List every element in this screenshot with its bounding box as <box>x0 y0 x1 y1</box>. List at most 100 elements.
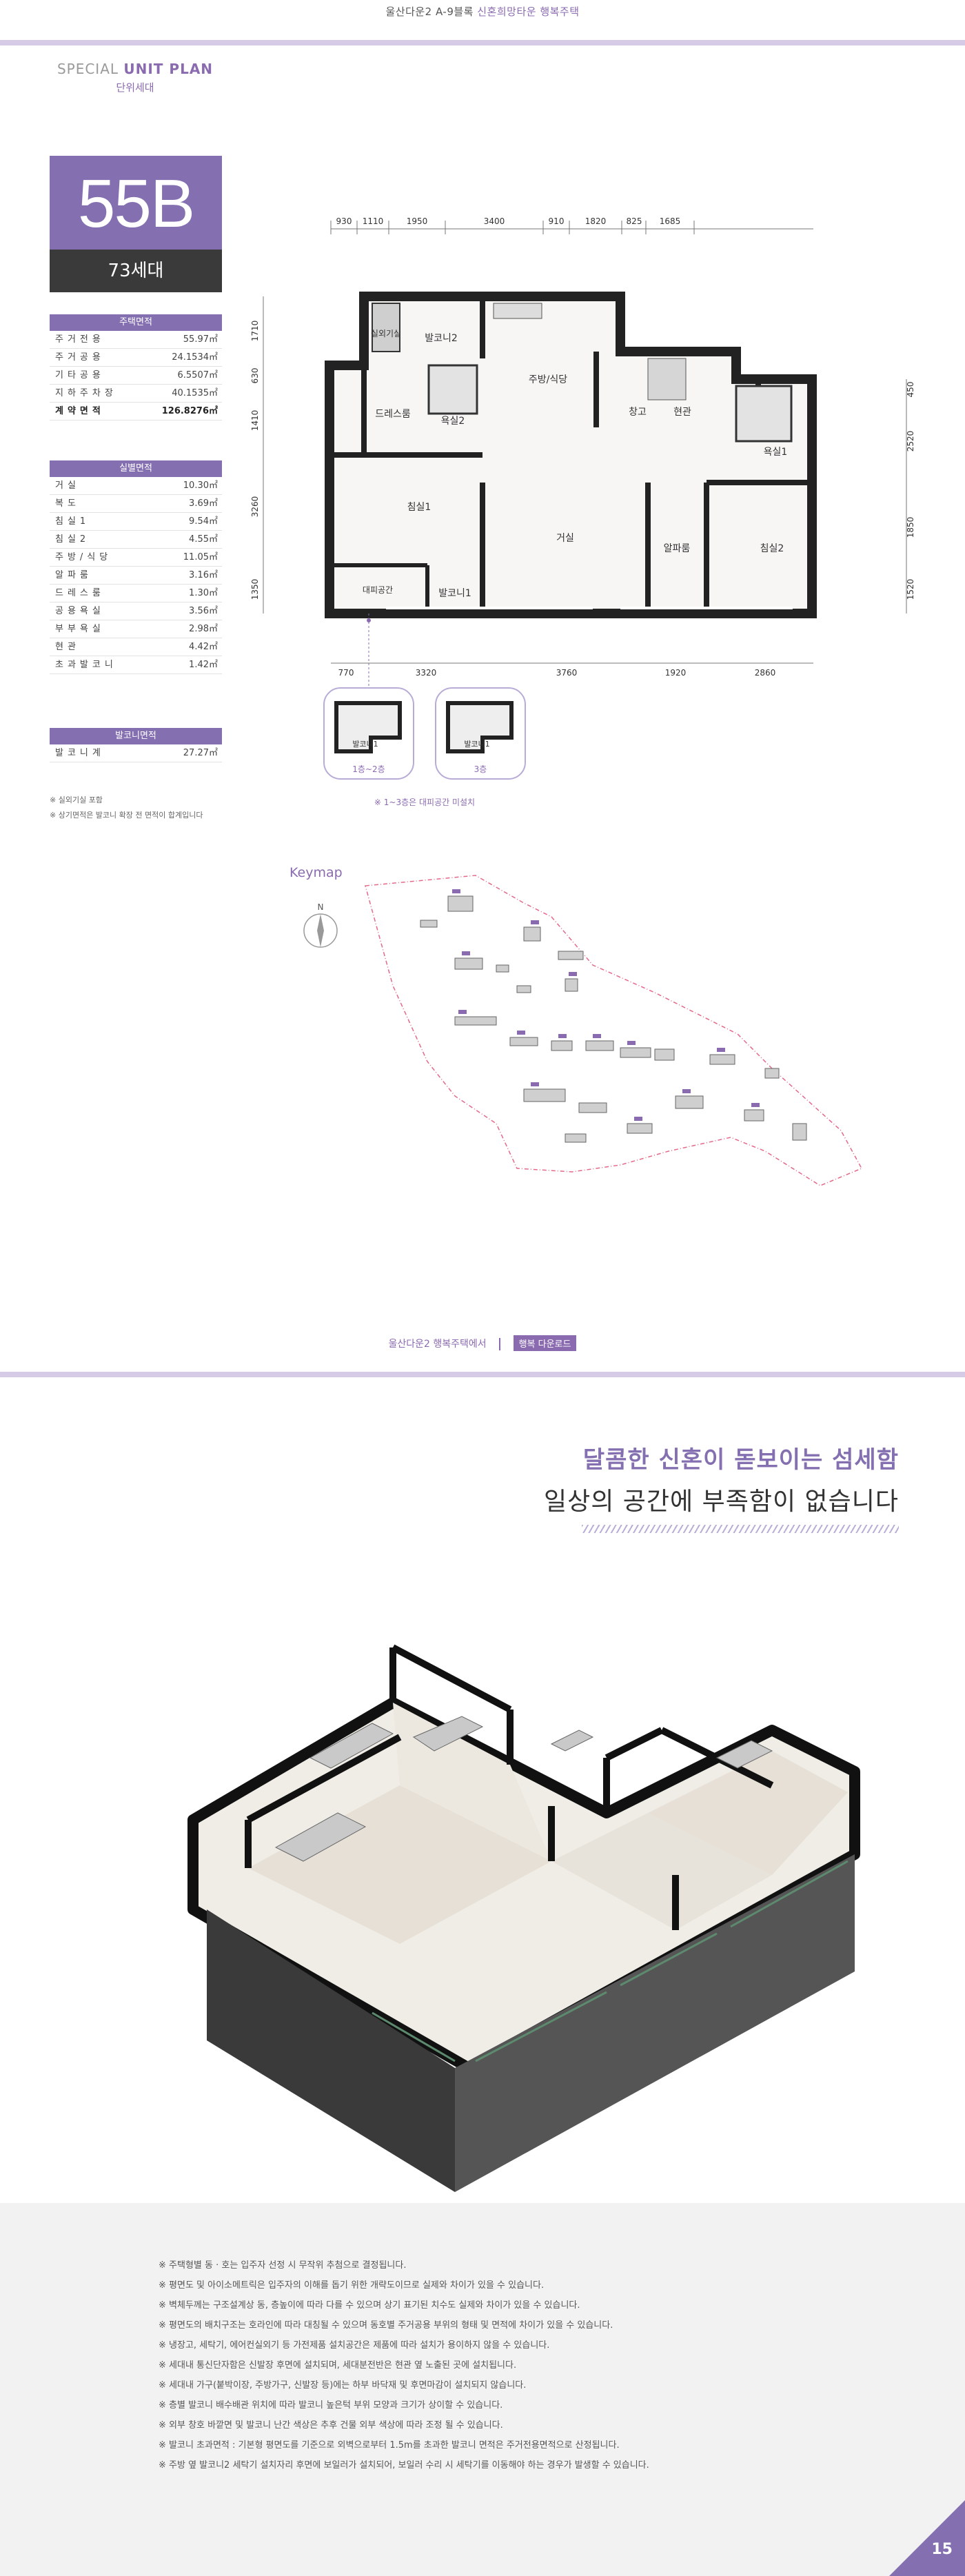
page-corner-decoration <box>889 2500 965 2576</box>
row-value: 3.56㎡ <box>189 606 218 616</box>
row-value: 40.1535㎡ <box>172 388 218 398</box>
bottom-dim-5: 2860 <box>755 668 776 678</box>
row-value: 1.42㎡ <box>189 660 218 670</box>
footer-note: ※ 주택형별 동 · 호는 입주자 선정 시 무작위 추첨으로 결정됩니다. <box>159 2260 407 2271</box>
download-button[interactable]: 행복 다운로드 <box>513 1335 577 1351</box>
room-label: 거실 <box>556 533 574 544</box>
section-title-en-bold: UNIT PLAN <box>123 61 214 77</box>
compass-icon: N <box>303 902 338 948</box>
left-dim-4: 3260 <box>250 496 260 518</box>
row-value: 4.55㎡ <box>189 534 218 545</box>
room-label: 현관 <box>673 407 691 418</box>
top-dimension-ticks <box>330 221 695 234</box>
keymap-title: Keymap <box>290 865 343 880</box>
room-label: 침실2 <box>760 543 784 554</box>
row-label: 주방/식당 <box>55 552 112 562</box>
right-dim-3: 1850 <box>906 517 915 538</box>
compass-label: N <box>318 902 324 912</box>
top-dim-5: 910 <box>549 216 565 226</box>
right-dim-4: 1520 <box>906 579 915 600</box>
row-value: 1.30㎡ <box>189 588 218 598</box>
footer-note: ※ 발코니 초과면적 : 기본형 평면도를 기준으로 외벽으로부터 1.5m를 … <box>159 2440 620 2451</box>
keymap: N <box>303 875 863 1186</box>
inset-caption: 1층~2층 <box>352 764 385 774</box>
room-label: 주방/식당 <box>529 374 567 385</box>
balcony-table-title: 발코니면적 <box>50 728 222 744</box>
row-value: 3.69㎡ <box>189 498 218 509</box>
header: 울산다운2 A-9블록 신혼희망타운 행복주택 <box>0 0 965 45</box>
inset-note: ※ 1~3층은 대피공간 미설치 <box>374 798 475 807</box>
row-value: 2.98㎡ <box>189 624 218 634</box>
divider <box>499 1338 501 1350</box>
table-row: 알파룸 3.16㎡ <box>50 567 222 585</box>
bottom-dim-1: 770 <box>338 668 354 678</box>
header-title: 울산다운2 A-9블록 신혼희망타운 행복주택 <box>0 4 965 19</box>
area-notes: ※ 실외기실 포함 ※ 상기면적은 발코니 확장 전 면적이 합계입니다 <box>50 793 256 823</box>
area-table-title: 주택면적 <box>50 314 222 331</box>
room-label: 발코니2 <box>425 333 458 344</box>
isometric-furniture <box>274 1716 773 1862</box>
bottom-dim-2: 3320 <box>416 668 437 678</box>
inset-floor-1-2: 발코니1 <box>323 687 414 780</box>
section-divider <box>0 1372 965 1377</box>
room-label: 드레스룸 <box>375 409 411 420</box>
top-dim-1: 930 <box>336 216 352 226</box>
row-label: 드레스룸 <box>55 588 105 598</box>
bottom-dim-3: 3760 <box>556 668 578 678</box>
row-value: 9.54㎡ <box>189 516 218 527</box>
room-table-title: 실별면적 <box>50 460 222 477</box>
header-title-highlight: 신혼희망타운 행복주택 <box>477 6 580 18</box>
site-boundary <box>365 875 863 1186</box>
top-dim-2: 1110 <box>363 216 384 226</box>
row-label: 주거공용 <box>55 352 105 363</box>
row-label: 침실2 <box>55 534 90 545</box>
page-number: 15 <box>931 2541 953 2558</box>
left-dim-2: 630 <box>250 368 260 384</box>
row-label: 알파룸 <box>55 570 92 580</box>
top-dim-8: 1685 <box>660 216 681 226</box>
inset-floor-3: 발코니1 <box>435 687 526 780</box>
footer-note: ※ 세대내 가구(붙박이장, 주방가구, 신발장 등)에는 하부 바닥재 및 후… <box>159 2380 527 2391</box>
header-title-prefix: 울산다운2 A-9블록 <box>385 6 474 18</box>
room-label: 발코니1 <box>438 588 471 599</box>
right-dim-1: 450 <box>906 382 915 398</box>
room-label: 알파룸 <box>664 543 691 554</box>
row-value: 24.1534㎡ <box>172 352 218 363</box>
room-label: 실외기실 <box>371 329 401 338</box>
row-label: 부부욕실 <box>55 624 105 634</box>
table-row: 부부욕실 2.98㎡ <box>50 620 222 638</box>
row-value: 126.8276㎡ <box>161 406 218 416</box>
left-dim-1: 1710 <box>250 321 260 342</box>
isometric-floor <box>187 1697 860 2192</box>
footer-note: ※ 벽체두께는 구조설계상 동, 층높이에 따라 다를 수 있으며 상기 표기된… <box>159 2300 580 2311</box>
unit-households: 73세대 <box>50 250 222 292</box>
room-label: 욕실1 <box>764 447 788 458</box>
headline: 달콤한 신혼이 돋보이는 섬세함 일상의 공간에 부족함이 없습니다 <box>544 1441 899 1517</box>
top-dim-6: 1820 <box>585 216 607 226</box>
inset-label: 발코니1 <box>352 740 378 749</box>
footer-note: ※ 세대내 통신단자함은 신발장 후면에 설치되며, 세대분전반은 현관 옆 노… <box>159 2360 517 2371</box>
download-text: 울산다운2 행복주택에서 <box>388 1339 487 1350</box>
unit-type: 55B <box>77 165 195 241</box>
table-row: 침실2 4.55㎡ <box>50 531 222 549</box>
room-label: 욕실2 <box>441 416 465 427</box>
row-value: 3.16㎡ <box>189 570 218 580</box>
footer-note: ※ 냉장고, 세탁기, 에어컨실외기 등 가전제품 설치공간은 제품에 따라 설… <box>159 2340 550 2351</box>
section-title-ko: 단위세대 <box>116 81 154 94</box>
download-row: 울산다운2 행복주택에서 행복 다운로드 <box>0 1335 965 1351</box>
section-title-en: SPECIAL UNIT PLAN <box>55 61 215 77</box>
right-dim-2: 2520 <box>906 431 915 452</box>
isometric-floorplan-render <box>187 1644 860 2192</box>
isometric-windows <box>372 1860 849 2062</box>
footer-notes: ※ 주택형별 동 · 호는 입주자 선정 시 무작위 추첨으로 결정됩니다. ※… <box>0 2203 965 2576</box>
room-label: 침실1 <box>407 502 431 513</box>
note-item: ※ 실외기실 포함 <box>50 795 103 804</box>
note-item: ※ 상기면적은 발코니 확장 전 면적이 합계입니다 <box>50 811 203 820</box>
